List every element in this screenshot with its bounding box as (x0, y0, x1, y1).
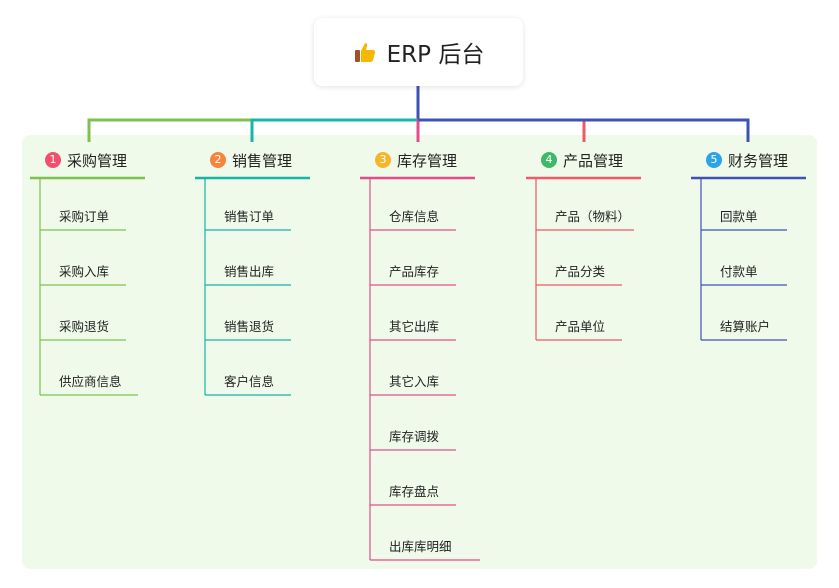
number-badge: 2 (210, 152, 226, 168)
branch-header-1[interactable]: 1 采购管理 (45, 148, 127, 172)
leaf-item[interactable]: 产品（物料） (555, 209, 631, 224)
leaf-item[interactable]: 供应商信息 (59, 374, 122, 389)
branch-label: 产品管理 (563, 151, 624, 170)
leaf-item[interactable]: 出库库明细 (389, 539, 452, 554)
thumbs-up-icon (353, 40, 377, 64)
branch-header-3[interactable]: 3 库存管理 (375, 148, 457, 172)
branch-header-5[interactable]: 5 财务管理 (706, 148, 788, 172)
root-node[interactable]: ERP 后台 (314, 18, 523, 86)
number-badge: 1 (45, 152, 61, 168)
number-badge: 4 (541, 152, 557, 168)
leaf-item[interactable]: 付款单 (720, 264, 758, 279)
branch-header-2[interactable]: 2 销售管理 (210, 148, 292, 172)
leaf-item[interactable]: 仓库信息 (389, 209, 440, 224)
leaf-item[interactable]: 销售订单 (224, 209, 275, 224)
branches-background-panel (22, 135, 817, 569)
number-badge: 3 (375, 152, 391, 168)
leaf-item[interactable]: 产品分类 (555, 264, 606, 279)
leaf-item[interactable]: 销售退货 (224, 319, 275, 334)
branch-header-4[interactable]: 4 产品管理 (541, 148, 623, 172)
leaf-item[interactable]: 采购入库 (59, 264, 110, 279)
branch-label: 采购管理 (67, 151, 128, 170)
leaf-item[interactable]: 其它入库 (389, 374, 440, 389)
leaf-item[interactable]: 结算账户 (720, 319, 771, 334)
leaf-item[interactable]: 产品单位 (555, 319, 606, 334)
number-badge: 5 (706, 152, 722, 168)
leaf-item[interactable]: 其它出库 (389, 319, 440, 334)
leaf-item[interactable]: 回款单 (720, 209, 758, 224)
leaf-item[interactable]: 客户信息 (224, 374, 275, 389)
branch-label: 财务管理 (728, 151, 789, 170)
leaf-item[interactable]: 销售出库 (224, 264, 275, 279)
leaf-item[interactable]: 产品库存 (389, 264, 440, 279)
leaf-item[interactable]: 采购退货 (59, 319, 110, 334)
root-title: ERP 后台 (386, 42, 485, 68)
leaf-item[interactable]: 库存盘点 (389, 484, 440, 499)
leaf-item[interactable]: 库存调拨 (389, 429, 440, 444)
branch-label: 销售管理 (232, 151, 293, 170)
branch-label: 库存管理 (397, 151, 458, 170)
leaf-item[interactable]: 采购订单 (59, 209, 110, 224)
